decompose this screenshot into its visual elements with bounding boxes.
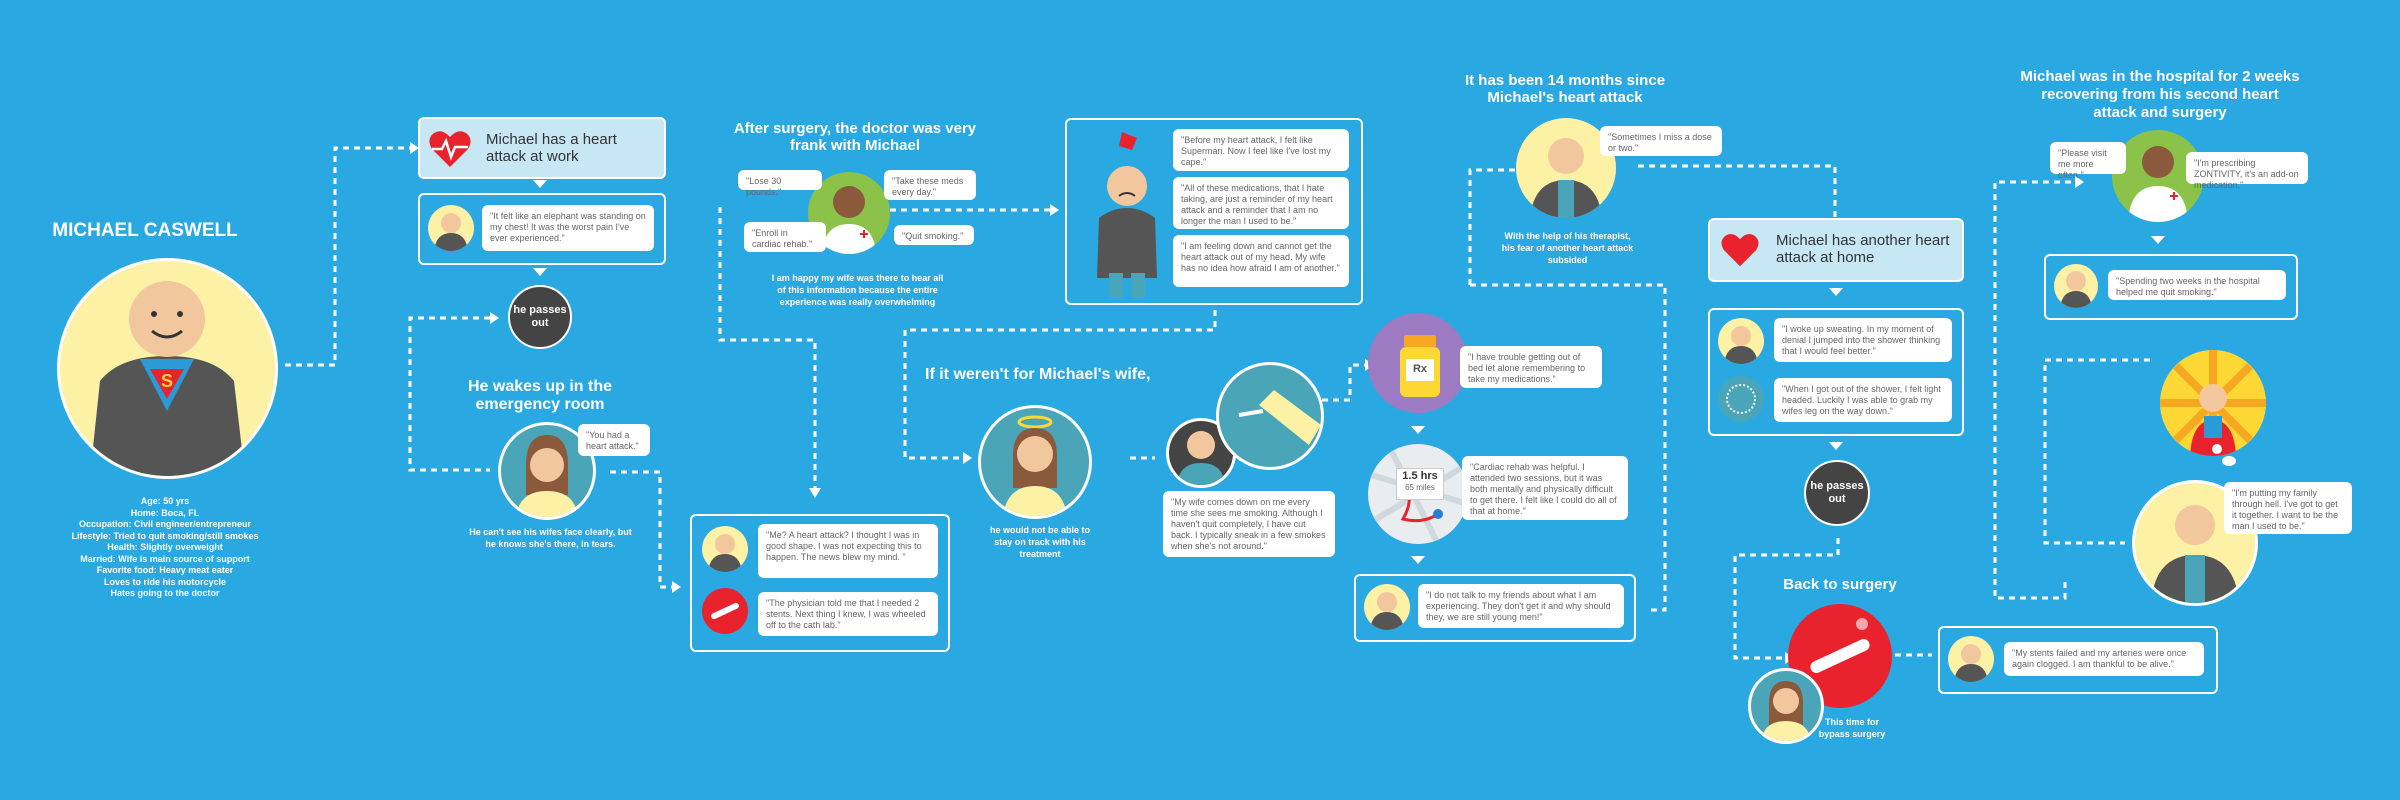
take-meds-bubble: "Take these meds every day." [884,170,976,200]
header-text: Michael has another heart attack at home [1776,232,1950,266]
elephant-quote-panel: "It felt like an elephant was standing o… [418,193,666,265]
stay-on-track-note: he would not be able to stay on track wi… [990,525,1090,559]
cardiac-rehab-bubble: "Enroll in cardiac rehab." [744,222,826,252]
sad-michael-figure [1097,132,1157,298]
visit-more-often-bubble: "Please visit me more often." [2050,142,2126,180]
zontivity-bubble: "I'm prescribing ZONTIVITY, it's an add-… [2186,152,2308,190]
svg-text:S: S [161,371,173,391]
medications-reminder-quote: "All of these medications, that I hate t… [1173,177,1349,229]
second-attack-quotes-panel: "I woke up sweating. In my moment of den… [1708,308,1964,436]
stents-quote: "The physician told me that I needed 2 s… [758,592,938,636]
superman-dream-avatar [2160,350,2266,456]
hospital-recovery-title: Michael was in the hospital for 2 weeks … [2020,68,2300,121]
rx-label: Rx [1412,363,1428,375]
profile-line-home: Home: Boca, FL [130,507,200,518]
superman-cape-quote: "Before my heart attack, I felt like Sup… [1173,129,1349,171]
quit-smoking-panel: "Spending two weeks in the hospital help… [2044,254,2298,320]
profile-line-married: Married: Wife is main source of support [80,553,250,564]
hospital-quit-smoking-quote: "Spending two weeks in the hospital help… [2108,270,2286,300]
profile-name: MICHAEL CASWELL [52,220,238,241]
michael-avatar [2054,264,2098,308]
me-heart-attack-panel: "Me? A heart attack? I thought I was in … [690,514,950,652]
hand-taking-cigarette-icon [1216,362,1324,470]
profile-line-occupation: Occupation: Civil engineer/entrepreneur [78,519,252,529]
travel-time-badge: 1.5 hrs 65 miles [1396,468,1444,500]
michael-avatar [1948,636,1994,682]
trouble-getting-out-quote: "I have trouble getting out of bed let a… [1460,346,1602,388]
bypass-surgery-note: This time for bypass surgery [1818,717,1886,739]
michael-avatar [1718,318,1764,364]
heart-attack-home-header: Michael has another heart attack at home [1708,218,1964,282]
profile-line-food: Favorite food: Heavy meat eater [96,565,234,575]
lost-cape-panel: "Before my heart attack, I felt like Sup… [1065,118,1363,305]
doctor-frank-title: After surgery, the doctor was very frank… [733,120,977,154]
pill-bottle-avatar: Rx [1368,313,1468,413]
heart-icon [1721,233,1759,267]
profile-line-health: Health: Slightly overweight [107,542,223,552]
passes-out-node-1: he passes out [508,285,572,349]
lose-pounds-bubble: "Lose 30 pounds." [738,170,822,197]
elephant-quote: "It felt like an elephant was standing o… [482,205,654,251]
fourteen-months-title: It has been 14 months since Michael's he… [1464,72,1666,106]
friends-quote-panel: "I do not talk to my friends about what … [1354,574,1636,642]
me-heart-attack-quote: "Me? A heart attack? I thought I was in … [758,524,938,578]
stents-failed-quote: "My stents failed and my arteries were o… [2004,642,2204,676]
family-through-hell-quote: "I'm putting my family through hell. I'v… [2224,482,2352,534]
cant-see-wife-note: He can't see his wifes face clearly, but… [469,527,632,549]
profile-line-motorcycle: Loves to ride his motorcycle [103,576,227,587]
light-headed-quote: "When I got out of the shower, I felt li… [1774,378,1952,422]
michael-avatar [702,526,748,572]
you-had-heart-attack-quote: "You had a heart attack." [578,424,650,456]
therapist-note: With the help of his therapist, his fear… [1501,231,1634,265]
wakes-up-title: He wakes up in the emergency room [467,378,613,413]
heart-attack-work-header: Michael has a heart attack at work [418,117,666,179]
cardiac-rehab-quote: "Cardiac rehab was helpful. I attended t… [1462,456,1628,520]
angel-wife-avatar [978,405,1092,519]
header-text: Michael has a heart attack at work [486,131,617,165]
wife-worried-avatar [1748,668,1824,744]
passes-out-node-2: he passes out [1804,460,1870,526]
michael-avatar [1364,584,1410,630]
dont-talk-friends-quote: "I do not talk to my friends about what … [1418,584,1624,628]
shower-icon [1718,376,1764,422]
michael-avatar [428,205,474,251]
quit-smoking-bubble: "Quit smoking." [894,225,974,245]
profile-line-lifestyle: Lifestyle: Tried to quit smoking/still s… [71,530,259,541]
woke-up-sweating-quote: "I woke up sweating. In my moment of den… [1774,318,1952,362]
wife-support-title: If it weren't for Michael's wife, [925,366,1151,383]
michael-therapy-avatar [1516,118,1616,218]
stent-icon [702,588,748,634]
heart-icon [429,131,471,167]
feeling-down-quote: "I am feeling down and cannot get the he… [1173,235,1349,287]
miss-a-dose-quote: "Sometimes I miss a dose or two." [1600,126,1722,156]
michael-superman-avatar: S [57,258,278,479]
wife-there-note: I am happy my wife was there to hear all… [771,273,944,307]
profile-line-age: Age: 50 yrs [140,496,190,506]
wife-comes-down-quote: "My wife comes down on me every time she… [1163,491,1335,557]
map-route-avatar: 1.5 hrs 65 miles [1368,444,1468,544]
back-to-surgery-title: Back to surgery [1783,576,1897,593]
profile-line-doctor: Hates going to the doctor [110,588,220,598]
profile-details: Age: 50 yrs Home: Boca, FL Occupation: C… [40,496,290,600]
stents-failed-panel: "My stents failed and my arteries were o… [1938,626,2218,694]
